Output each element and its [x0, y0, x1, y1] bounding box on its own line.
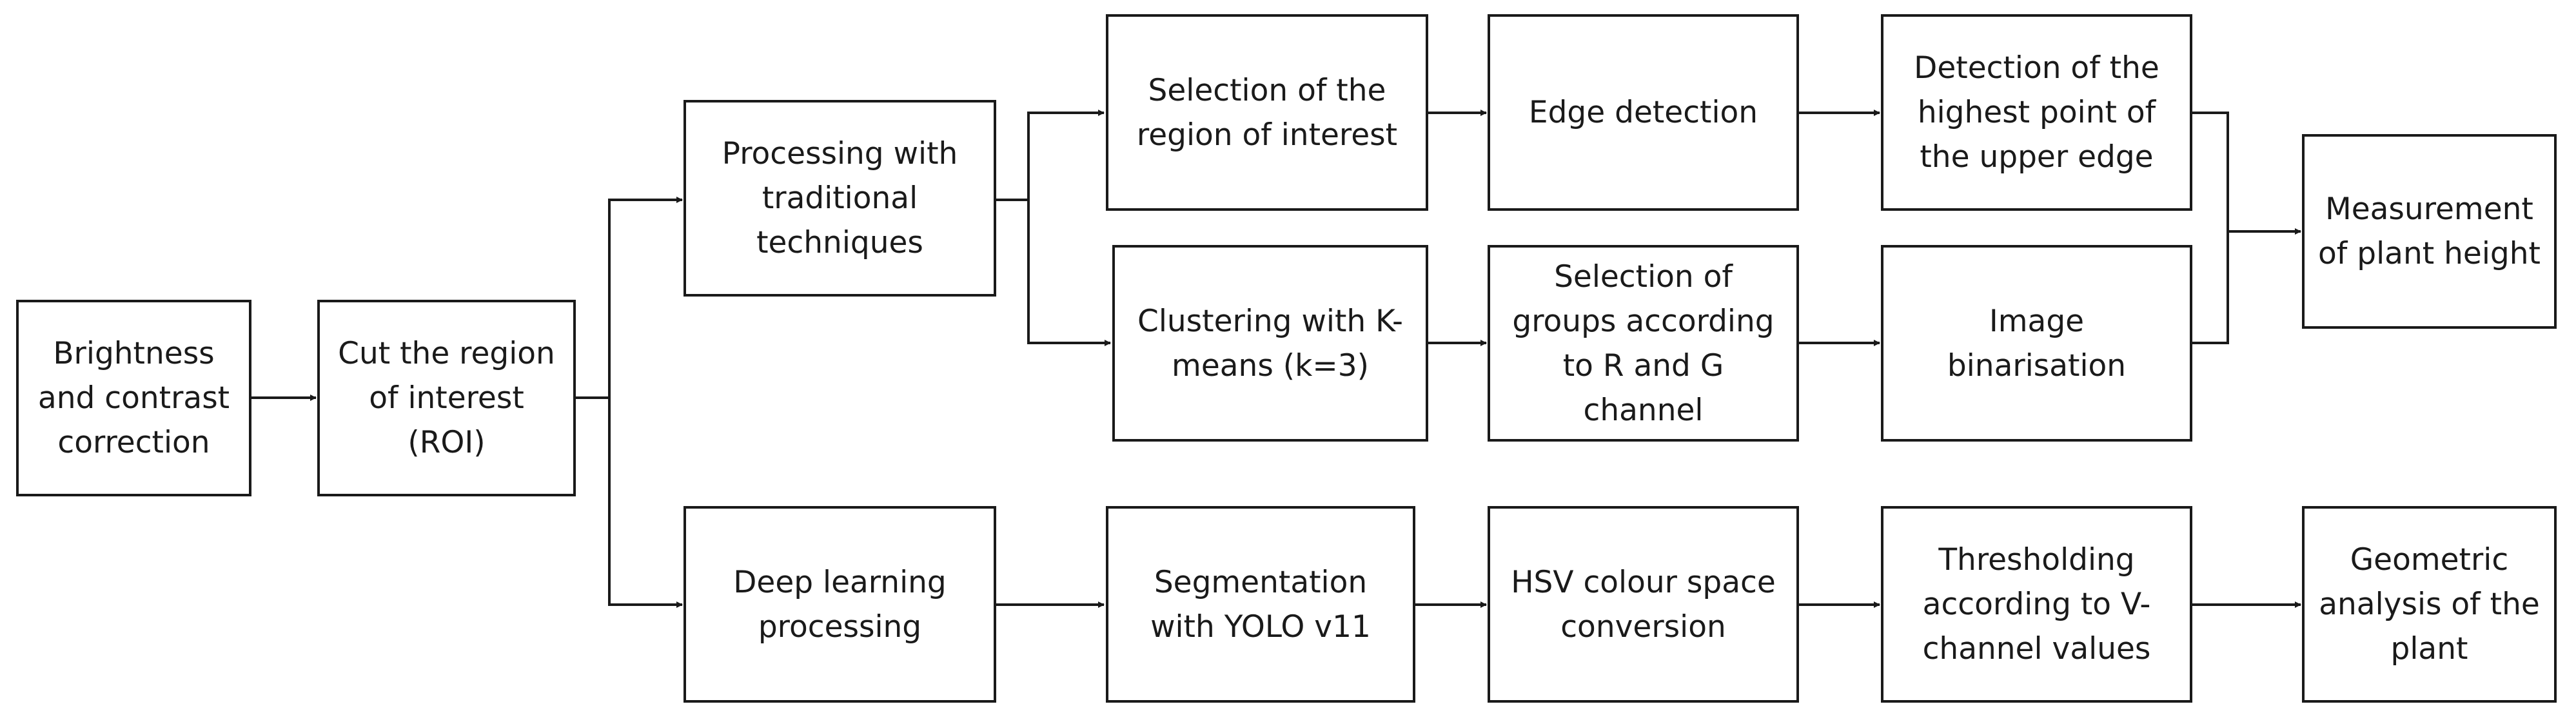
node-deep-learning-processing: Deep learning processing: [683, 506, 996, 703]
node-selection-roi: Selection of the region of interest: [1106, 14, 1428, 211]
node-label: Geometric analysis of the plant: [2319, 542, 2540, 667]
node-label: Thresholding according to V- channel val…: [1922, 542, 2151, 667]
node-label: Clustering with K- means (k=3): [1137, 303, 1403, 384]
edge-binarisation-to-plant-height: [2192, 231, 2229, 344]
node-edge-detection: Edge detection: [1488, 14, 1799, 211]
node-label: Detection of the highest point of the up…: [1914, 50, 2159, 175]
node-label: Image binarisation: [1947, 303, 2127, 384]
node-label: HSV colour space conversion: [1511, 564, 1776, 645]
node-label: Measurement of plant height: [2318, 191, 2541, 271]
node-label: Segmentation with YOLO v11: [1150, 564, 1371, 645]
node-brightness-contrast: Brightness and contrast correction: [16, 300, 251, 496]
node-traditional-processing: Processing with traditional techniques: [683, 100, 996, 297]
edge-traditional-to-selection-roi: [996, 110, 1105, 201]
node-label: Cut the region of interest (ROI): [338, 336, 555, 460]
node-group-selection-rg: Selection of groups according to R and G…: [1488, 245, 1799, 442]
node-yolo-segmentation: Segmentation with YOLO v11: [1106, 506, 1415, 703]
edge-traditional-to-kmeans: [1027, 200, 1111, 346]
node-v-channel-thresholding: Thresholding according to V- channel val…: [1881, 506, 2192, 703]
node-label: Selection of the region of interest: [1136, 72, 1398, 153]
node-hsv-conversion: HSV colour space conversion: [1488, 506, 1799, 703]
node-label: Selection of groups according to R and G…: [1512, 259, 1775, 428]
edge-highest-point-to-plant-height: [2192, 112, 2301, 235]
node-geometric-analysis: Geometric analysis of the plant: [2302, 506, 2557, 703]
node-label: Edge detection: [1528, 95, 1758, 130]
node-image-binarisation: Image binarisation: [1881, 245, 2192, 442]
node-label: Deep learning processing: [733, 564, 947, 645]
node-plant-height-measurement: Measurement of plant height: [2302, 134, 2557, 329]
node-label: Processing with traditional techniques: [722, 136, 958, 260]
node-label: Brightness and contrast correction: [37, 336, 230, 460]
node-kmeans-clustering: Clustering with K- means (k=3): [1112, 245, 1428, 442]
node-highest-point-detection: Detection of the highest point of the up…: [1881, 14, 2192, 211]
edge-cut-roi-to-deep-learning: [608, 398, 683, 608]
node-cut-roi: Cut the region of interest (ROI): [317, 300, 576, 496]
edge-cut-roi-to-traditional: [576, 197, 683, 399]
